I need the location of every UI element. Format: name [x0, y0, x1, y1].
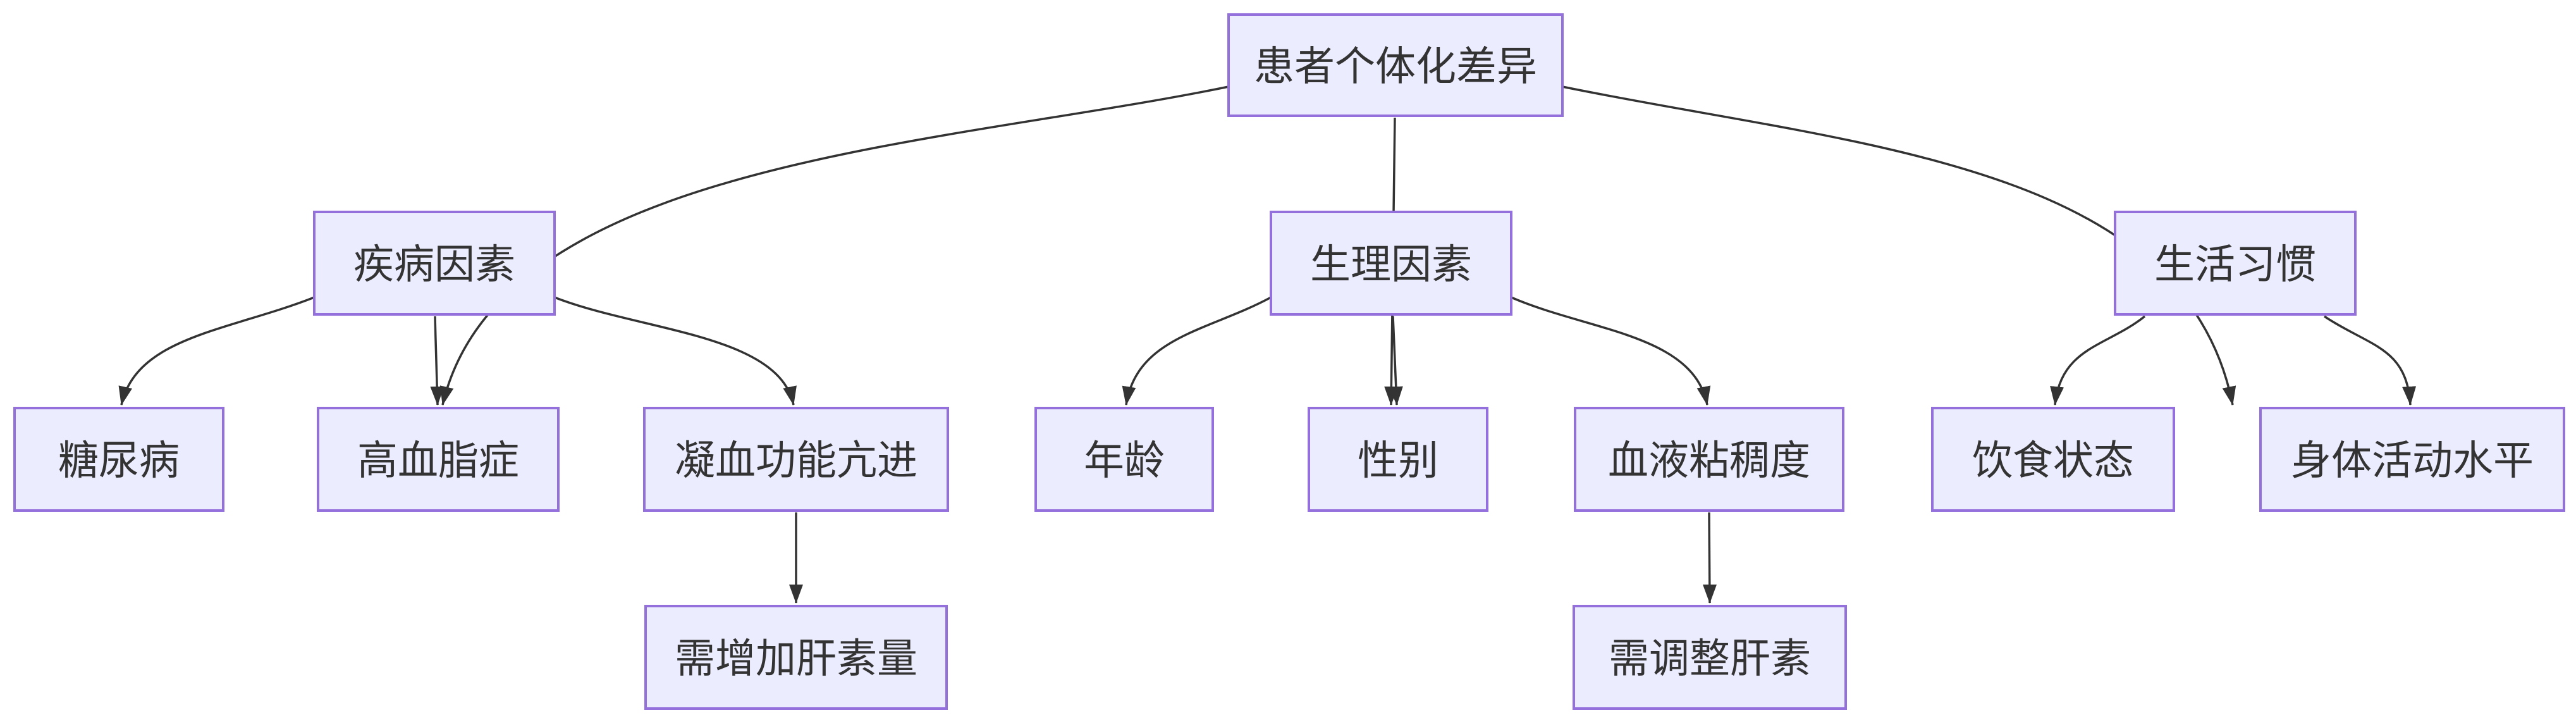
- node-physical-activity-label: 身体活动水平: [2291, 438, 2534, 483]
- node-diet-status: 饮食状态: [1931, 407, 2175, 512]
- node-gender-box: [1308, 407, 1488, 512]
- node-lifestyle-habits: 生活习惯: [2114, 211, 2357, 316]
- node-root-box: [1227, 13, 1564, 117]
- node-adjust-heparin-box: [1573, 605, 1847, 710]
- node-age-box: [1034, 407, 1214, 512]
- node-blood-viscosity-label: 血液粘稠度: [1608, 438, 1810, 483]
- node-gender: 性别: [1308, 407, 1488, 512]
- node-adjust-heparin: 需调整肝素: [1573, 605, 1847, 710]
- node-adjust-heparin-label: 需调整肝素: [1609, 636, 1811, 681]
- node-physiological-factors-label: 生理因素: [1310, 242, 1472, 287]
- edge-layer: [118, 85, 2417, 604]
- node-diabetes-label: 糖尿病: [58, 438, 180, 483]
- edge-disease-to-diabetes: [118, 296, 315, 406]
- node-blood-viscosity: 血液粘稠度: [1574, 407, 1844, 512]
- node-diabetes-box: [13, 407, 224, 512]
- edge-blood-viscosity-to-adjust-heparin: [1702, 512, 1717, 604]
- edge-disease-to-hypercoagulability: [554, 296, 797, 406]
- node-hyperlipidemia-label: 高血脂症: [357, 438, 519, 483]
- edge-disease-to-hyperlipidemia: [430, 316, 445, 406]
- node-lifestyle-habits-box: [2114, 211, 2357, 316]
- node-hypercoagulability: 凝血功能亢进: [643, 407, 949, 512]
- edge-physiological-to-blood-viscosity: [1511, 296, 1711, 406]
- edge-lifestyle-to-physical-activity: [2324, 315, 2417, 406]
- node-physiological-factors: 生理因素: [1270, 211, 1512, 316]
- node-gender-label: 性别: [1358, 438, 1438, 483]
- node-increase-heparin-box: [644, 605, 948, 710]
- node-diet-status-box: [1931, 407, 2175, 512]
- node-physical-activity: 身体活动水平: [2259, 407, 2565, 512]
- edge-physiological-to-gender: [1389, 316, 1403, 406]
- node-disease-factors-box: [313, 211, 556, 316]
- node-hyperlipidemia: 高血脂症: [317, 407, 560, 512]
- edge-lifestyle-to-diet-status: [2050, 315, 2146, 406]
- node-disease-factors-label: 疾病因素: [353, 242, 515, 287]
- node-blood-viscosity-box: [1574, 407, 1844, 512]
- node-hypercoagulability-box: [643, 407, 949, 512]
- node-hypercoagulability-label: 凝血功能亢进: [675, 438, 917, 483]
- edge-root-to-disease-factors: [439, 85, 1229, 406]
- node-diet-status-label: 饮食状态: [1972, 438, 2134, 483]
- node-hyperlipidemia-box: [317, 407, 560, 512]
- node-lifestyle-habits-label: 生活习惯: [2154, 242, 2316, 287]
- node-increase-heparin: 需增加肝素量: [644, 605, 948, 710]
- node-diabetes: 糖尿病: [13, 407, 224, 512]
- node-root: 患者个体化差异: [1227, 13, 1564, 117]
- node-physiological-factors-box: [1270, 211, 1512, 316]
- node-increase-heparin-label: 需增加肝素量: [675, 636, 917, 681]
- node-physical-activity-box: [2259, 407, 2565, 512]
- node-root-label: 患者个体化差异: [1254, 44, 1537, 89]
- edge-physiological-to-age: [1122, 296, 1272, 406]
- node-disease-factors: 疾病因素: [313, 211, 556, 316]
- node-age: 年龄: [1034, 407, 1214, 512]
- node-age-label: 年龄: [1084, 438, 1165, 483]
